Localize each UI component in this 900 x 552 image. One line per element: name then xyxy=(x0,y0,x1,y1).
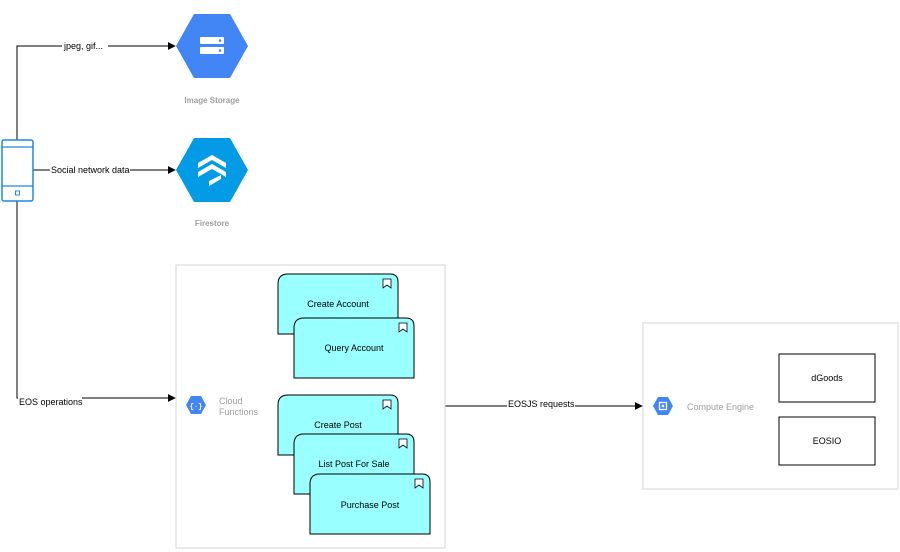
edge-label-firestore: Social network data xyxy=(51,165,130,175)
svg-text:{·}: {·} xyxy=(190,404,203,412)
card-label: Query Account xyxy=(324,343,384,353)
card-label: Create Post xyxy=(314,420,362,430)
card-label: Create Account xyxy=(307,299,369,309)
cloud-functions-title-line2: Functions xyxy=(219,407,259,417)
edge-to-image-storage: jpeg, gif... xyxy=(16,40,176,140)
eosio-box[interactable]: EOSIO xyxy=(778,416,876,466)
compute-engine-title: Compute Engine xyxy=(687,402,754,412)
cloud-functions-title-line1: Cloud xyxy=(219,396,243,406)
firestore-icon xyxy=(176,138,248,202)
image-storage-label: Image Storage xyxy=(184,96,240,105)
edge-to-firestore: Social network data xyxy=(33,164,176,176)
function-card-query-account[interactable]: Query Account xyxy=(293,317,415,379)
cloud-functions-icon: {·} xyxy=(186,396,206,414)
edge-to-cloud-functions: EOS operations xyxy=(16,201,176,408)
function-card-purchase-post[interactable]: Purchase Post xyxy=(309,473,431,535)
firestore-label: Firestore xyxy=(195,219,230,228)
compute-engine-icon xyxy=(653,397,673,415)
eosio-label: EOSIO xyxy=(813,436,842,446)
mobile-phone-icon[interactable] xyxy=(1,139,34,202)
edge-label-cloud-functions: EOS operations xyxy=(19,397,83,407)
edge-label-compute-engine: EOSJS requests xyxy=(508,399,575,409)
dgoods-label: dGoods xyxy=(811,373,843,383)
cloud-storage-icon xyxy=(176,14,248,78)
card-label: List Post For Sale xyxy=(318,459,389,469)
firestore-node[interactable]: Firestore xyxy=(176,138,248,228)
edge-label-image-storage: jpeg, gif... xyxy=(63,41,103,51)
image-storage-node[interactable]: Image Storage xyxy=(176,14,248,105)
dgoods-box[interactable]: dGoods xyxy=(778,353,876,403)
edge-to-compute-engine: EOSJS requests xyxy=(445,398,643,410)
card-label: Purchase Post xyxy=(341,500,400,510)
